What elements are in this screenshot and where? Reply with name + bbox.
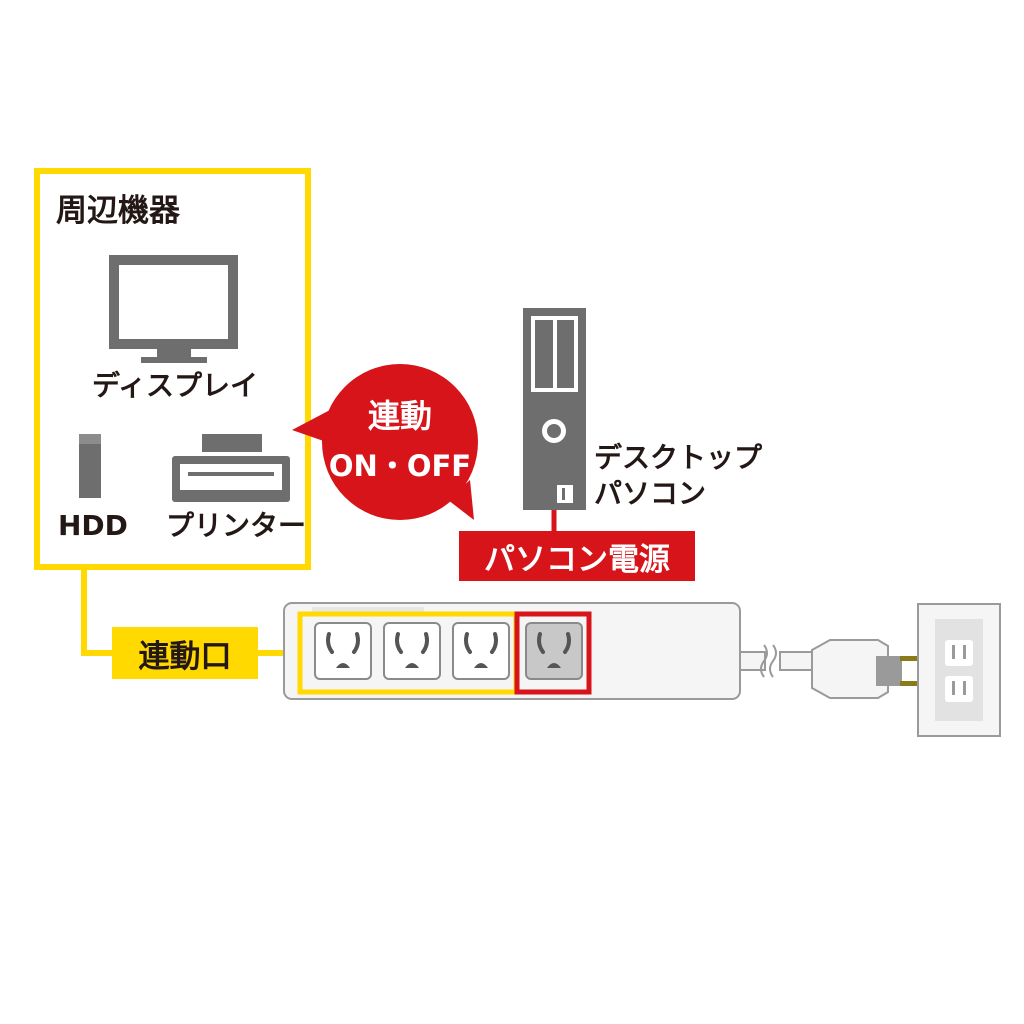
- peripherals-title: 周辺機器: [56, 193, 180, 229]
- wall-outlet-icon: [917, 603, 1001, 737]
- outlet-linked-1: [314, 622, 372, 680]
- bubble-line1: 連動: [367, 397, 432, 435]
- peripherals-box: [34, 168, 311, 570]
- printer-label: プリンター: [166, 509, 307, 542]
- outlet-linked-3: [452, 622, 510, 680]
- outlet-linked-2: [383, 622, 441, 680]
- display-label: ディスプレイ: [92, 369, 259, 402]
- hdd-icon: [79, 434, 101, 498]
- desktop-pc-label-line2: パソコン: [594, 477, 707, 510]
- linked-outlet-label: 連動口: [112, 627, 258, 679]
- power-plug-icon: [811, 639, 932, 699]
- desktop-tower-icon: [523, 308, 586, 510]
- hdd-label: HDD: [58, 509, 128, 542]
- linked-onoff-bubble: [292, 364, 478, 520]
- display-icon: [109, 255, 238, 363]
- bubble-line2: ON・OFF: [328, 449, 472, 483]
- power-cord: [739, 644, 817, 678]
- pc-power-label: パソコン電源: [459, 531, 695, 581]
- outlet-pc-power: [525, 622, 583, 680]
- desktop-pc-label-line1: デスクトップ: [594, 441, 763, 474]
- printer-icon: [172, 434, 290, 502]
- pc-outlet-frame: [514, 611, 592, 695]
